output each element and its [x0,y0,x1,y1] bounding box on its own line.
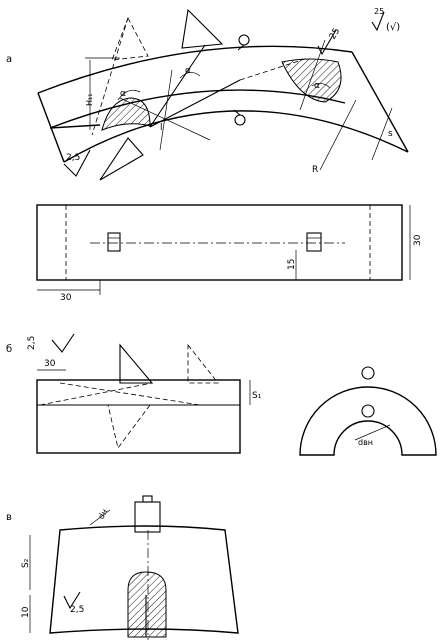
dim-dvn-label: dвн [358,438,373,447]
probe-symbol-bottom-stem [233,109,241,116]
angle-arc-left [117,89,141,101]
view-b-label: б [6,344,12,355]
view-plan: 15 30 30 [36,204,423,303]
roughness-top-symbol [317,29,337,56]
dim-dn-leader [89,509,111,526]
probe-triangle-b2 [187,343,219,384]
beam-b2 [59,382,201,406]
radius-leader [319,99,357,171]
dim-dn-label: dн [96,507,109,520]
dim-30-b-label: 30 [44,359,56,369]
alpha-right-label: α [314,81,320,91]
dim-30-bottom-label: 30 [60,293,72,303]
roughness-c-symbol [63,591,81,610]
dim-r-label: R [312,165,318,175]
dim-s-label: s [388,129,393,139]
weld-zone-right [281,58,342,103]
beam-path-3 [149,79,241,128]
probe-triangle-left [111,17,149,61]
roughness-left-value: 2,5 [66,153,80,163]
beam-path-6 [159,69,173,151]
view-a-label: a [6,54,12,65]
curved-outer-edge [37,45,353,94]
probe-symbol-ring-inner [361,404,375,418]
probe-symbol-bottom [234,114,246,126]
dim-30-right-label: 30 [413,234,423,246]
half-ring [299,386,437,456]
curved-lower-outer-edge [49,124,101,129]
dim-dvn-leader [354,424,391,441]
curved-bottom-edge [63,110,409,163]
probe-triangle-top [181,8,224,49]
probe-triangle-b1 [119,343,154,384]
probe-triangle-b3 [107,404,151,449]
plan-probe-left [107,232,121,252]
view-b: б 30 2,5 S₁ dвн [6,333,437,456]
dim-15-label: 15 [287,259,297,270]
dim-s1-label: S₁ [252,391,262,401]
angle-arc-mid [179,72,201,79]
plan-outline [36,204,403,281]
dim-s2-label: S₂ [21,558,31,568]
dim-h-label: H₁₁ [85,94,94,106]
probe-triangle-bottom [99,137,144,181]
alpha-mid-label: α [185,66,191,76]
alpha-left-label: α [120,89,126,99]
plan-probe-right [306,232,322,252]
dim-s-line [371,107,393,161]
curved-inner-edge [49,89,346,129]
weld-zone-left [101,97,151,131]
roughness-b-symbol [51,333,75,353]
dim-10-label: 10 [21,606,31,618]
probe-symbol-top-stem [237,44,245,51]
left-end-edge [37,92,65,163]
beam-path-1 [91,17,129,136]
dim-l-label: l [160,123,163,133]
roughness-b-value: 2,5 [27,336,37,350]
roughness-left-symbol [63,149,91,177]
section-weld-hatch [127,571,167,638]
flat-specimen-outline [36,379,241,454]
section-probe-tip [142,495,153,503]
roughness-c-value: 2,5 [70,605,84,615]
view-a: a α α α H₁₁ l s [6,7,409,181]
section-outline [49,525,239,634]
beam-b1 [39,382,153,406]
section-probe [134,501,161,533]
roughness-corner-value: 25 [374,7,384,16]
angle-arc-right [311,83,331,89]
probe-symbol-ring-top [361,366,375,380]
view-c: в dн S₂ 10 2,5 [6,495,239,640]
beam-path-2 [149,44,206,128]
roughness-corner-symbol [371,11,385,32]
roughness-corner-paren: (√) [386,22,400,33]
beam-path-4 [239,57,309,81]
probe-symbol-top [238,34,250,46]
right-end-edge [351,51,409,153]
view-c-label: в [6,512,12,523]
